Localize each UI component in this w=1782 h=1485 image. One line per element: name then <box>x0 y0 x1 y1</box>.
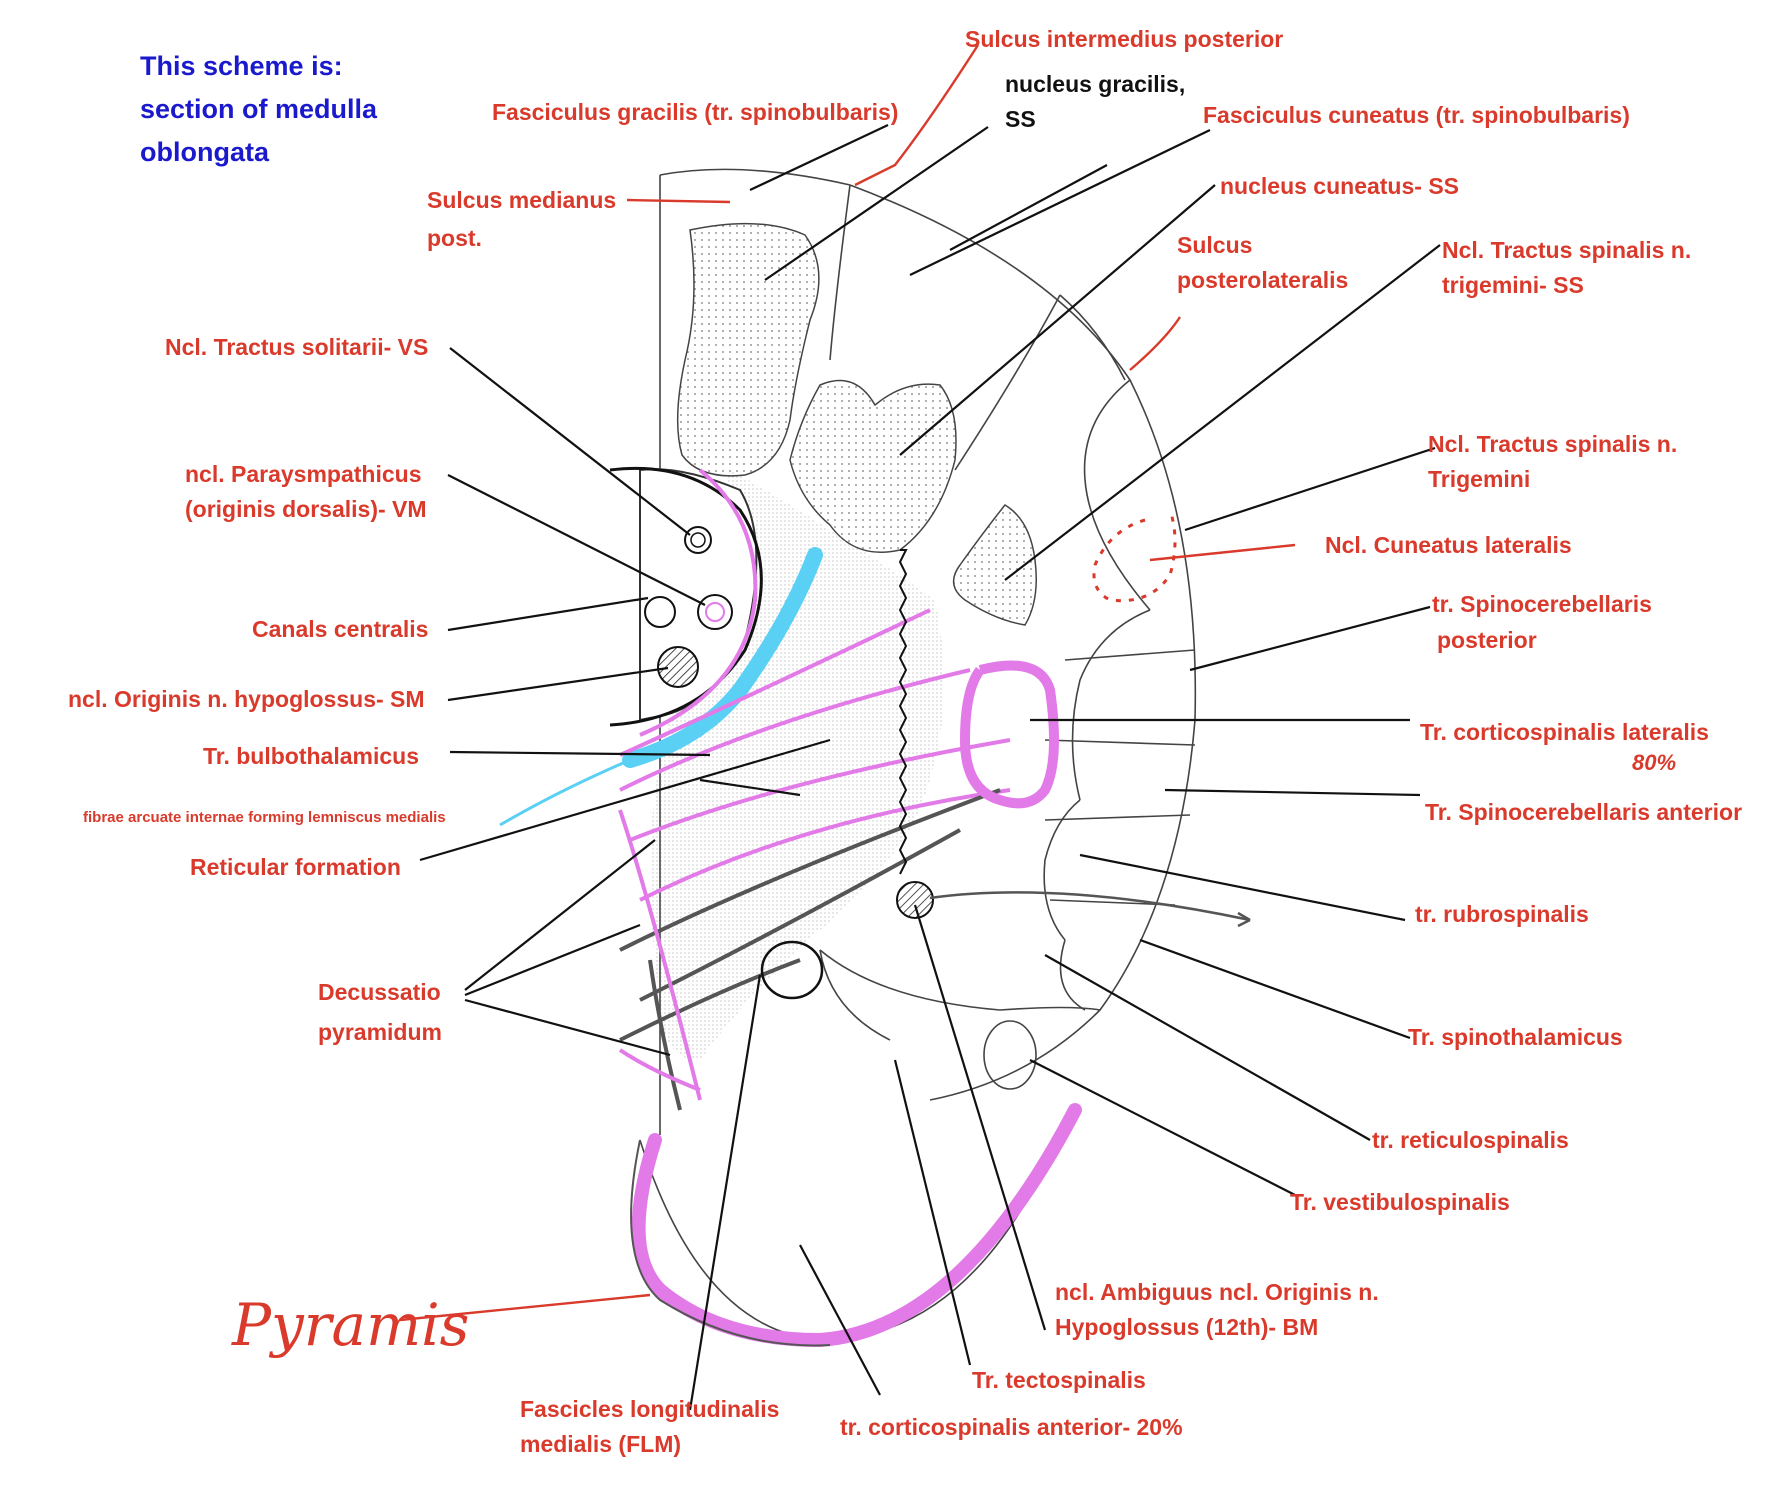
label-ncl-cuneatus-lateralis: Ncl. Cuneatus lateralis <box>1325 532 1572 558</box>
tracts <box>499 547 1251 1348</box>
label-sulcus-posterolateralis-line-1: Sulcus <box>1177 232 1252 258</box>
label-flm-line-1: Fascicles longitudinalis <box>520 1396 779 1422</box>
label-reticular-formation: Reticular formation <box>190 854 401 880</box>
label-nucleus-gracilis-line-2: SS <box>1005 106 1036 132</box>
labels: Sulcus intermedius posterior nucleus gra… <box>68 26 1742 1457</box>
label-ncl-tractus-spinalis-ss-line-2: trigemini- SS <box>1442 272 1584 298</box>
ncl-cuneatus-lateralis-shape <box>1092 509 1177 603</box>
caption-line-1: This scheme is: <box>140 51 343 81</box>
label-ncl-tractus-spinalis-ss-line-1: Ncl. Tractus spinalis n. <box>1442 237 1691 263</box>
label-tr-reticulospinalis: tr. reticulospinalis <box>1372 1127 1569 1153</box>
label-tr-tectospinalis: Tr. tectospinalis <box>972 1367 1146 1393</box>
leader-lines <box>399 44 1441 1411</box>
rubrospinal-circle <box>896 881 934 919</box>
ncl-tractus-solitarii-circle <box>684 526 712 554</box>
label-sulcus-posterolateralis-line-2: posterolateralis <box>1177 267 1348 293</box>
ncl-parasympathicus-circle <box>697 594 733 630</box>
label-tr-bulbothalamicus: Tr. bulbothalamicus <box>203 743 419 769</box>
label-pyramis-handwritten: Pyramis <box>231 1291 469 1359</box>
label-ncl-tractus-spinalis-line-1: Ncl. Tractus spinalis n. <box>1428 431 1677 457</box>
label-decussatio-line-1: Decussatio <box>318 979 441 1005</box>
label-tr-rubrospinalis: tr. rubrospinalis <box>1415 901 1589 927</box>
spinal-trigeminal-nucleus-shape <box>952 504 1037 626</box>
label-canalis-centralis: Canals centralis <box>252 616 428 642</box>
label-tr-corticospinalis-anterior: tr. corticospinalis anterior- 20% <box>840 1414 1183 1440</box>
tr-corticospinalis-lateralis-loop <box>959 660 1059 809</box>
label-ncl-hypoglossus: ncl. Originis n. hypoglossus- SM <box>68 686 425 712</box>
label-tr-spinocerebellaris-anterior: Tr. Spinocerebellaris anterior <box>1425 799 1742 825</box>
caption: This scheme is: section of medulla oblon… <box>140 51 378 167</box>
label-tr-spinothalamicus: Tr. spinothalamicus <box>1408 1024 1623 1050</box>
label-fibrae-arcuatae: fibrae arcuate internae forming lemniscu… <box>83 809 446 826</box>
label-sulcus-medianus-line-1: Sulcus medianus <box>427 187 616 213</box>
tr-bulbothalamicus-cyan <box>622 547 823 768</box>
hypoglossal-nucleus-circle <box>657 646 699 688</box>
label-ncl-parasympathicus-line-2: (originis dorsalis)- VM <box>185 496 427 522</box>
label-decussatio-line-2: pyramidum <box>318 1019 442 1045</box>
label-sulcus-medianus-line-2: post. <box>427 225 482 251</box>
label-flm-line-2: medialis (FLM) <box>520 1431 681 1457</box>
label-fasciculus-gracilis: Fasciculus gracilis (tr. spinobulbaris) <box>492 99 898 125</box>
label-tr-spinocerebellaris-posterior-line-1: tr. Spinocerebellaris <box>1432 591 1652 617</box>
flm-ellipse <box>760 940 824 1000</box>
label-nucleus-gracilis-line-1: nucleus gracilis, <box>1005 71 1185 97</box>
medulla-outline <box>639 168 1197 1341</box>
label-tr-spinocerebellaris-posterior-line-2: posterior <box>1437 627 1537 653</box>
label-sulcus-intermedius-posterior: Sulcus intermedius posterior <box>965 26 1283 52</box>
label-fasciculus-cuneatus: Fasciculus cuneatus (tr. spinobulbaris) <box>1203 102 1630 128</box>
canalis-centralis-circle <box>644 596 676 628</box>
caption-line-2: section of medulla <box>140 94 378 124</box>
label-ncl-ambiguus-line-2: Hypoglossus (12th)- BM <box>1055 1314 1318 1340</box>
nucleus-gracilis-shape <box>676 222 820 477</box>
caption-line-3: oblongata <box>140 137 270 167</box>
label-percent-80: 80% <box>1632 750 1676 775</box>
label-ncl-parasympathicus-line-1: ncl. Paraysmpathicus <box>185 461 422 487</box>
label-nucleus-cuneatus: nucleus cuneatus- SS <box>1220 173 1459 199</box>
label-ncl-ambiguus-line-1: ncl. Ambiguus ncl. Originis n. <box>1055 1279 1379 1305</box>
label-tr-vestibulospinalis: Tr. vestibulospinalis <box>1290 1189 1510 1215</box>
nucleus-cuneatus-shape <box>789 379 957 553</box>
pyramis-arc <box>631 1103 1082 1348</box>
label-tr-corticospinalis-lateralis: Tr. corticospinalis lateralis <box>1420 719 1709 745</box>
dorsal-nuclei-group <box>609 466 763 737</box>
label-ncl-tractus-spinalis-line-2: Trigemini <box>1428 466 1530 492</box>
label-ncl-tractus-solitarii: Ncl. Tractus solitarii- VS <box>165 334 428 360</box>
